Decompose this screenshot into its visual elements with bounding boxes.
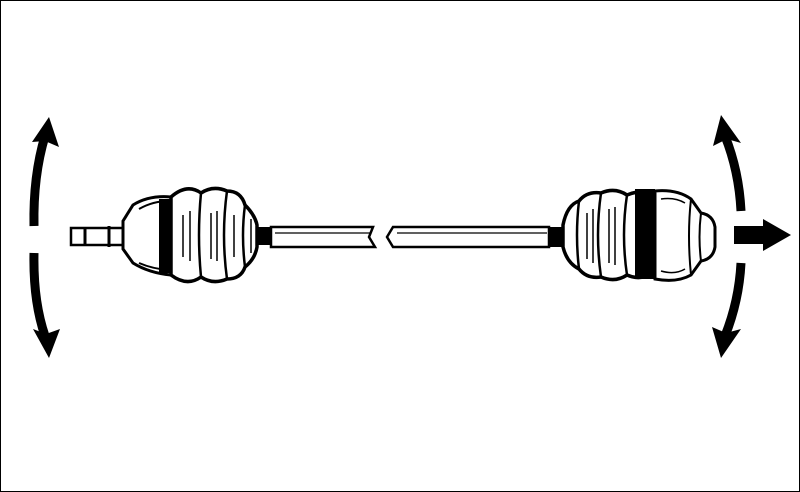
main-shaft-left-part xyxy=(269,225,378,249)
right-cv-joint xyxy=(549,188,717,282)
left-arrow-upper-arc xyxy=(29,134,50,227)
right-joint-housing xyxy=(653,189,717,282)
right-arrow-upper-arc xyxy=(720,134,746,212)
axial-arrow-shaft xyxy=(734,226,768,244)
right-rotation-arrow xyxy=(712,115,746,358)
axial-arrow-head xyxy=(763,219,791,251)
left-rotation-arrow xyxy=(29,117,60,358)
right-arrow-lower-arc xyxy=(720,262,746,338)
axial-pull-arrow xyxy=(734,219,791,251)
right-arrow-up-head xyxy=(713,115,741,146)
left-stub-shaft xyxy=(69,226,125,247)
left-arrow-lower-arc xyxy=(29,252,50,338)
main-shaft xyxy=(269,225,551,249)
right-arrow-down-head xyxy=(712,327,741,358)
left-arrow-down-head xyxy=(33,329,60,358)
left-cv-joint xyxy=(69,186,271,284)
left-arrow-up-head xyxy=(32,117,59,147)
main-shaft-right-part xyxy=(385,225,551,249)
left-boot xyxy=(169,186,259,284)
